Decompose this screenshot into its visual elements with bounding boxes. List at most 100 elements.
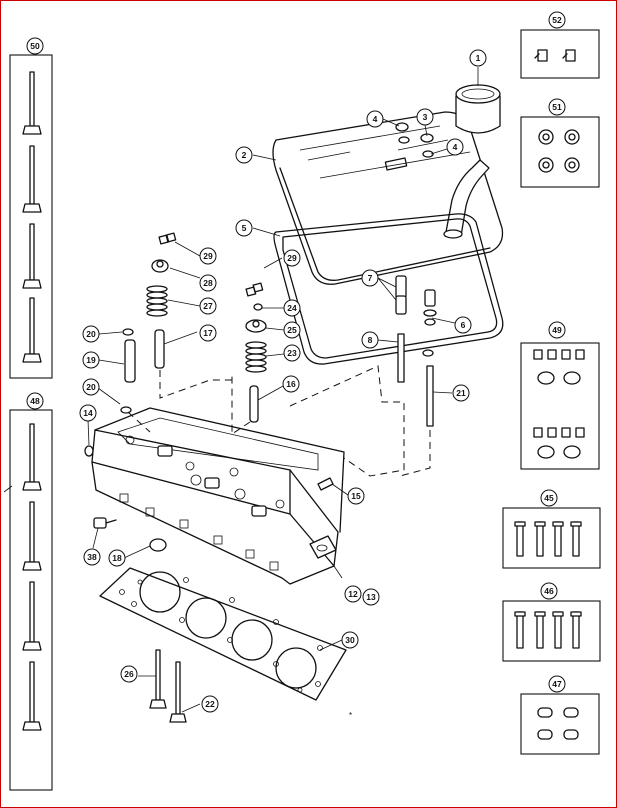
callout-27: 27 xyxy=(199,297,217,315)
svg-text:4: 4 xyxy=(373,114,378,124)
svg-text:7: 7 xyxy=(368,273,373,283)
callout-16: 16 xyxy=(282,375,300,393)
svg-text:2: 2 xyxy=(242,150,247,160)
svg-text:27: 27 xyxy=(203,301,213,311)
callout-3: 3 xyxy=(416,108,434,126)
svg-text:20: 20 xyxy=(86,382,96,392)
kit-box-52 xyxy=(520,29,600,79)
kit-box-45 xyxy=(502,507,601,569)
leader-lines xyxy=(87,67,479,713)
kit-box-48 xyxy=(3,409,53,791)
callout-50: 50 xyxy=(26,37,44,55)
callout-29: 29 xyxy=(199,247,217,265)
svg-text:51: 51 xyxy=(552,102,562,112)
svg-text:25: 25 xyxy=(287,325,297,335)
callout-4: 4 xyxy=(446,138,464,156)
callout-12: 12 xyxy=(344,585,362,603)
callout-22: 22 xyxy=(201,695,219,713)
loose-valves xyxy=(149,649,187,723)
callout-14: 14 xyxy=(79,404,97,422)
callout-30: 30 xyxy=(341,631,359,649)
svg-text:48: 48 xyxy=(30,396,40,406)
callout-7: 7 xyxy=(361,269,379,287)
svg-text:52: 52 xyxy=(552,15,562,25)
callout-5: 5 xyxy=(235,219,253,237)
callout-4: 4 xyxy=(366,110,384,128)
svg-text:30: 30 xyxy=(345,635,355,645)
callout-25: 25 xyxy=(283,321,301,339)
svg-text:28: 28 xyxy=(203,278,213,288)
callout-1: 1 xyxy=(469,49,487,67)
svg-text:1: 1 xyxy=(476,53,481,63)
kit-box-49 xyxy=(520,342,600,470)
callout-38: 38 xyxy=(83,548,101,566)
callout-52: 52 xyxy=(548,11,566,29)
svg-text:18: 18 xyxy=(112,553,122,563)
callout-29: 29 xyxy=(283,249,301,267)
callout-8: 8 xyxy=(361,331,379,349)
svg-text:21: 21 xyxy=(456,388,466,398)
svg-text:17: 17 xyxy=(203,328,213,338)
callout-13: 13 xyxy=(362,588,380,606)
svg-text:22: 22 xyxy=(205,699,215,709)
callout-21: 21 xyxy=(452,384,470,402)
kit-box-47 xyxy=(520,693,600,755)
svg-text:29: 29 xyxy=(287,253,297,263)
svg-text:*: * xyxy=(349,711,352,720)
callout-47: 47 xyxy=(548,675,566,693)
valve-train-parts xyxy=(84,232,334,552)
breather-cap xyxy=(455,84,501,134)
svg-text:45: 45 xyxy=(544,493,554,503)
svg-text:23: 23 xyxy=(287,348,297,358)
callout-26: 26 xyxy=(120,665,138,683)
callout-20: 20 xyxy=(82,325,100,343)
svg-text:15: 15 xyxy=(351,491,361,501)
callout-48: 48 xyxy=(26,392,44,410)
studs xyxy=(397,333,434,427)
svg-text:49: 49 xyxy=(552,325,562,335)
callout-24: 24 xyxy=(283,299,301,317)
svg-text:46: 46 xyxy=(544,586,554,596)
callout-28: 28 xyxy=(199,274,217,292)
svg-text:50: 50 xyxy=(30,41,40,51)
callout-51: 51 xyxy=(548,98,566,116)
cover-gasket xyxy=(273,213,504,365)
head-gasket xyxy=(99,567,347,701)
svg-text:14: 14 xyxy=(83,408,93,418)
kit-box-51 xyxy=(520,116,600,188)
callout-18: 18 xyxy=(108,549,126,567)
svg-text:8: 8 xyxy=(368,335,373,345)
kit-box-50 xyxy=(9,54,53,379)
svg-text:24: 24 xyxy=(287,303,297,313)
callout-46: 46 xyxy=(540,582,558,600)
svg-text:4: 4 xyxy=(453,142,458,152)
callout-15: 15 xyxy=(347,487,365,505)
svg-text:12: 12 xyxy=(348,589,358,599)
svg-text:26: 26 xyxy=(124,669,134,679)
svg-text:38: 38 xyxy=(87,552,97,562)
grommets-and-spacers xyxy=(395,275,437,326)
callout-23: 23 xyxy=(283,344,301,362)
callout-19: 19 xyxy=(82,351,100,369)
breather-tube xyxy=(443,159,490,239)
callout-45: 45 xyxy=(540,489,558,507)
kit-box-46 xyxy=(502,600,601,662)
callout-17: 17 xyxy=(199,324,217,342)
svg-text:29: 29 xyxy=(203,251,213,261)
callout-6: 6 xyxy=(454,316,472,334)
svg-text:16: 16 xyxy=(286,379,296,389)
svg-text:5: 5 xyxy=(242,223,247,233)
cover-nuts xyxy=(395,122,434,158)
svg-text:13: 13 xyxy=(366,592,376,602)
svg-text:47: 47 xyxy=(552,679,562,689)
cylinder-head xyxy=(91,407,345,585)
callout-49: 49 xyxy=(548,321,566,339)
svg-text:3: 3 xyxy=(423,112,428,122)
callout-2: 2 xyxy=(235,146,253,164)
callouts: 1 2 3 4 4 5 6 7 8 12 13 14 15 16 17 18 1… xyxy=(26,11,566,713)
callout-20: 20 xyxy=(82,378,100,396)
svg-text:20: 20 xyxy=(86,329,96,339)
svg-text:6: 6 xyxy=(461,320,466,330)
svg-text:19: 19 xyxy=(86,355,96,365)
